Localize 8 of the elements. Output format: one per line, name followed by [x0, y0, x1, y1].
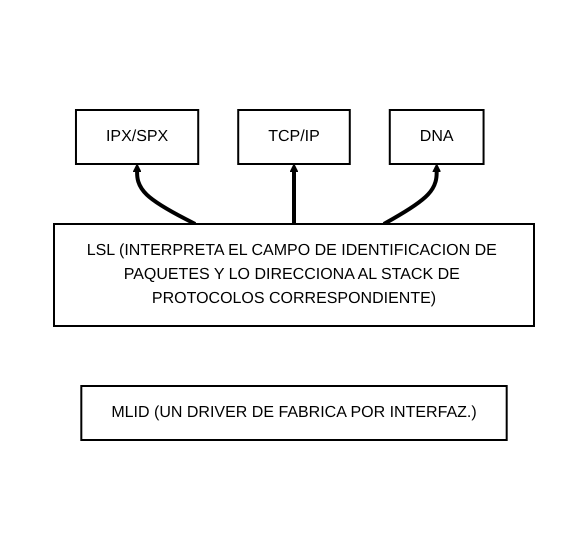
- node-box: LSL (INTERPRETA EL CAMPO DE IDENTIFICACION DE PAQUETES Y LO DIRECCIONA AL STACK DE PROTOCOLOS CORRESPONDIENTE): [53, 223, 535, 327]
- arrow: [290, 164, 298, 224]
- node-box: DNA: [388, 109, 485, 165]
- arrow: [382, 164, 442, 226]
- arrow: [132, 164, 196, 226]
- node-box: IPX/SPX: [74, 109, 200, 165]
- node-box: MLID (UN DRIVER DE FABRICA POR INTERFAZ.): [80, 385, 508, 441]
- node-box: TCP/IP: [237, 109, 351, 165]
